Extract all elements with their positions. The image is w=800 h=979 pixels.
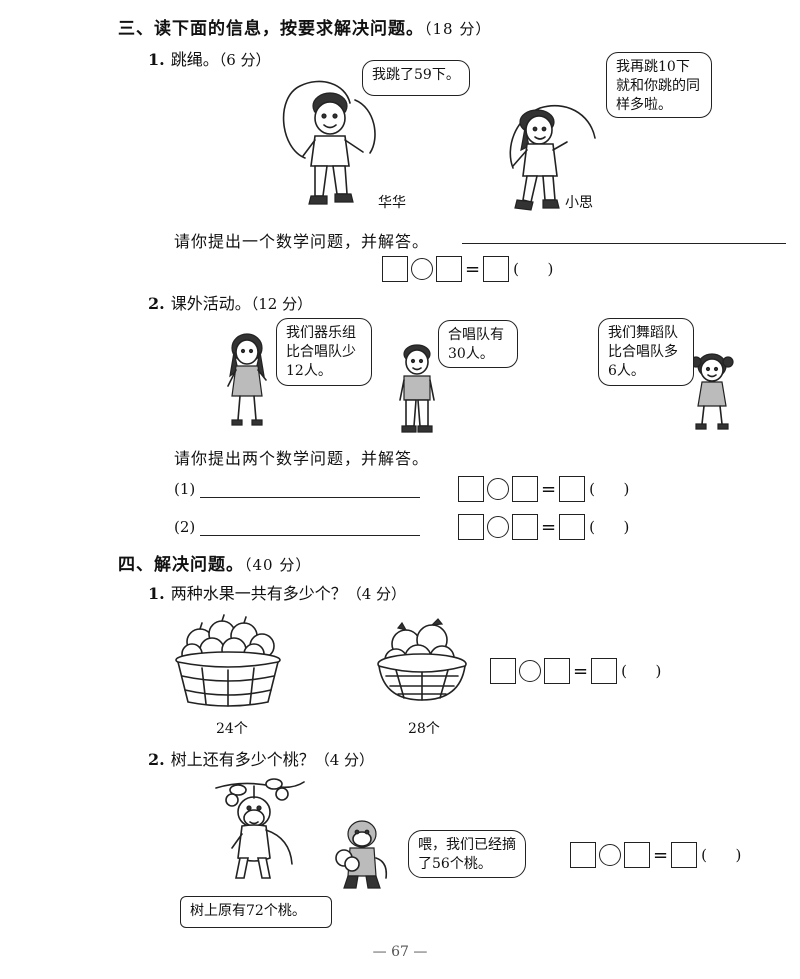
page-number: — 67 — [372,944,428,960]
equation-result-box[interactable] [591,658,618,684]
orange-basket-illustration [377,618,467,701]
monkey-holding-peaches-illustration [335,820,388,889]
q3-2-answer-line-1[interactable] [200,497,420,498]
equation-box-2[interactable] [512,514,538,540]
equals-sign: = [573,660,589,682]
unit-parenthesis[interactable]: ( ) [621,662,662,680]
q3-2-points: （12 分） [250,295,313,313]
instrument-group-speech-bubble: 我们器乐组比合唱队少12人。 [276,318,372,386]
q3-2-answer-line-2[interactable] [200,535,420,536]
q4-1-heading: 1. 两种水果一共有多少个？（4 分） [148,580,406,604]
instrument-group-speech-text: 我们器乐组比合唱队少12人。 [286,325,356,379]
equation-result-box[interactable] [483,256,510,282]
equals-sign: = [541,516,557,538]
operator-circle[interactable] [487,516,509,538]
picked-peaches-speech-text: 喂，我们已经摘了56个桃。 [418,837,516,872]
equation-box-1[interactable] [490,658,516,684]
choir-speech-text: 合唱队有30人。 [448,327,504,362]
q4-2-title: 树上还有多少个桃？ [170,750,315,769]
apple-count-caption: 24个 [216,721,248,737]
monkey-on-tree-illustration [215,778,305,879]
section-4-title: 四、解决问题。 [118,555,244,575]
unit-parenthesis[interactable]: ( ) [589,480,630,498]
xiaosi-speech-bubble: 我再跳10下就和你跳的同样多啦。 [606,52,712,118]
q3-1-title: 跳绳。 [170,50,219,69]
boy-jumping-rope-illustration [282,80,376,205]
section-4-points: （40 分） [244,556,312,574]
q4-2-points: （4 分） [314,751,375,769]
operator-circle[interactable] [599,844,621,866]
q4-1-equation: = ( ) [490,656,661,686]
equals-sign: = [465,258,481,280]
section-4-heading: 四、解决问题。（40 分） [118,550,311,575]
q3-1-equation: = ( ) [382,254,553,284]
equation-result-box[interactable] [559,514,586,540]
q4-2-equation: = ( ) [570,840,741,870]
dance-team-speech-text: 我们舞蹈队比合唱队多6人。 [608,325,678,379]
huahua-name-label: 华华 [378,195,406,211]
boy-choir-illustration [399,344,435,433]
section-3-heading: 三、读下面的信息，按要求解决问题。（18 分） [118,14,491,39]
operator-circle[interactable] [487,478,509,500]
girl-dance-team-illustration [690,353,734,430]
section-3-points: （18 分） [424,20,492,38]
equals-sign: = [541,478,557,500]
choir-speech-bubble: 合唱队有30人。 [438,320,518,368]
equation-box-2[interactable] [436,256,462,282]
q3-1-heading: 1. 跳绳。（6 分） [148,46,271,70]
operator-circle[interactable] [519,660,541,682]
q3-1-points: （6 分） [218,51,271,69]
equation-box-2[interactable] [512,476,538,502]
q4-1-points: （4 分） [346,585,407,603]
equation-box-1[interactable] [570,842,596,868]
q4-2-heading: 2. 树上还有多少个桃？（4 分） [148,746,374,770]
equation-box-1[interactable] [382,256,408,282]
q3-1-answer-line[interactable] [462,243,786,244]
original-peaches-speech-text: 树上原有72个桃。 [190,903,306,919]
girl-instrument-group-illustration [227,333,267,426]
equation-result-box[interactable] [671,842,698,868]
q4-1-title: 两种水果一共有多少个？ [170,584,347,603]
q3-2-sub-label-1: (1) [174,480,196,498]
original-peaches-speech-bubble: 树上原有72个桃。 [180,896,332,928]
q3-2-equation-2: = ( ) [458,512,629,542]
apple-basket-illustration [175,614,281,707]
equation-box-1[interactable] [458,514,484,540]
orange-count-caption: 28个 [408,721,440,737]
unit-parenthesis[interactable]: ( ) [513,260,554,278]
equation-box-2[interactable] [624,842,650,868]
q3-2-number: 2. [148,294,165,313]
q3-2-equation-1: = ( ) [458,474,629,504]
xiaosi-speech-text: 我再跳10下就和你跳的同样多啦。 [616,59,700,113]
dance-team-speech-bubble: 我们舞蹈队比合唱队多6人。 [598,318,694,386]
q3-1-number: 1. [148,50,165,69]
section-3-title: 三、读下面的信息，按要求解决问题。 [118,19,424,39]
q3-2-sub-label-2: (2) [174,518,196,536]
picked-peaches-speech-bubble: 喂，我们已经摘了56个桃。 [408,830,526,878]
equals-sign: = [653,844,669,866]
girl-jumping-rope-illustration [509,104,596,211]
q3-1-prompt: 请你提出一个数学问题，并解答。 [174,232,430,251]
q4-2-number: 2. [148,750,165,769]
unit-parenthesis[interactable]: ( ) [589,518,630,536]
xiaosi-name-label: 小思 [565,195,593,211]
q3-2-heading: 2. 课外活动。（12 分） [148,290,312,314]
operator-circle[interactable] [411,258,433,280]
huahua-speech-bubble: 我跳了59下。 [362,60,470,96]
q4-1-number: 1. [148,584,165,603]
q3-2-title: 课外活动。 [170,294,251,313]
unit-parenthesis[interactable]: ( ) [701,846,742,864]
equation-box-2[interactable] [544,658,570,684]
huahua-speech-text: 我跳了59下。 [372,67,460,83]
q3-2-prompt: 请你提出两个数学问题，并解答。 [174,449,430,468]
equation-result-box[interactable] [559,476,586,502]
equation-box-1[interactable] [458,476,484,502]
